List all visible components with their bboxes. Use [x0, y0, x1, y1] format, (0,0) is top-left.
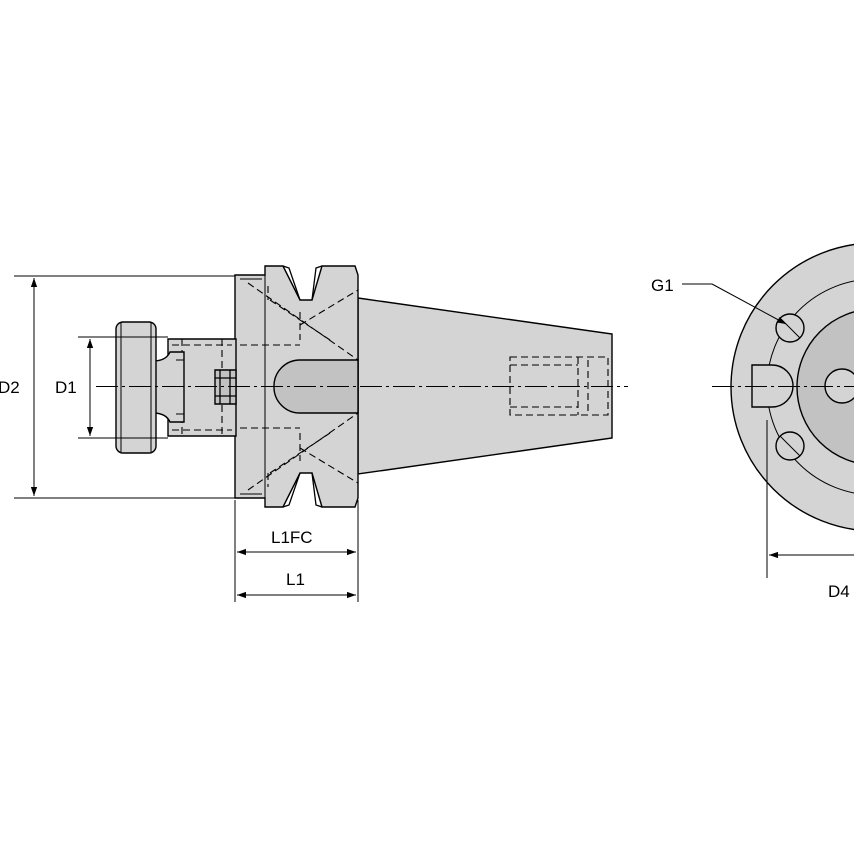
dimension-d1: D1 [55, 336, 168, 439]
d4-label: D4 [828, 582, 850, 601]
g1-leader: G1 [651, 276, 787, 325]
hidden-x-lines [247, 282, 359, 491]
l1-label: L1 [286, 570, 305, 589]
v-groove-edges [282, 265, 323, 508]
end-view: G1 D4 [651, 243, 854, 601]
d1-label: D1 [55, 378, 77, 397]
d2-label: D2 [0, 378, 20, 397]
hidden-radial-holes [240, 286, 301, 487]
side-view: D2 D1 L1FC L1 [0, 265, 628, 602]
taper-bore-hidden [509, 356, 609, 416]
dimension-l1fc: L1FC [234, 500, 359, 602]
pilot-head-chamfers [120, 323, 152, 452]
dimension-d4: D4 [766, 420, 854, 601]
l1fc-label: L1FC [271, 528, 313, 547]
g1-label: G1 [651, 276, 674, 295]
pilot-neck-relief [176, 359, 184, 415]
pilot-head [115, 321, 157, 454]
dimension-l1: L1 [237, 570, 356, 599]
dimension-d2: D2 [0, 275, 235, 499]
